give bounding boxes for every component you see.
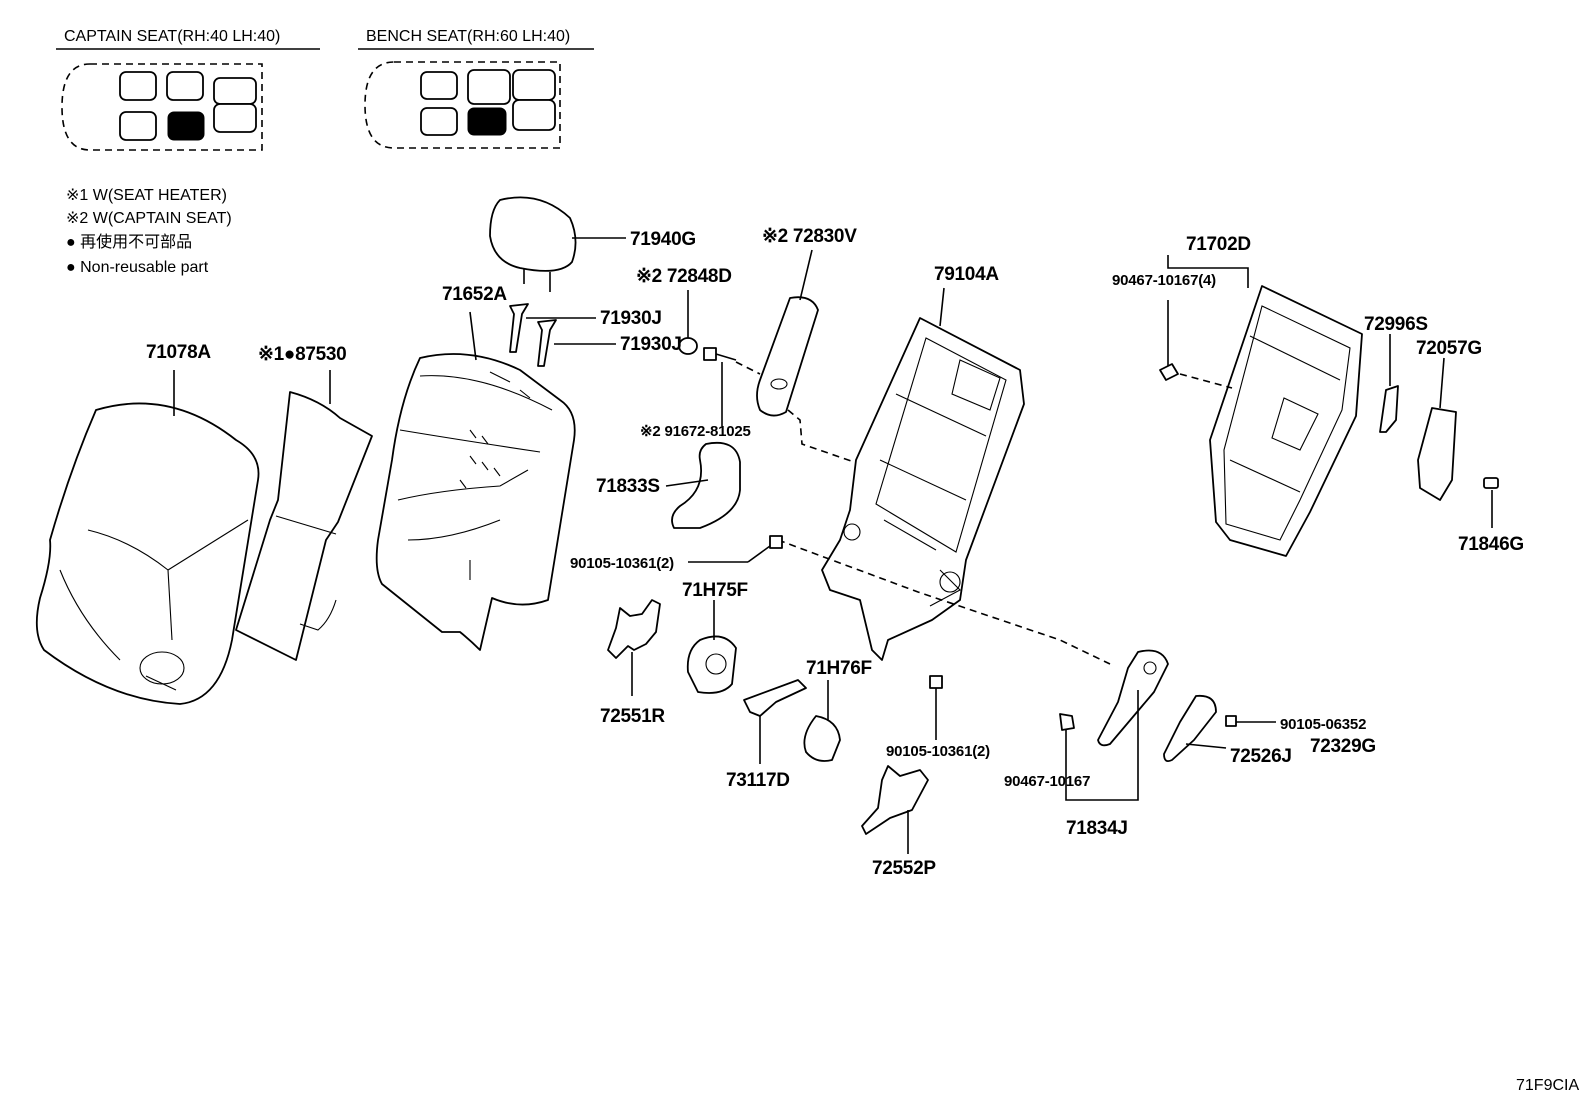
label-91672-81025: ※2 91672-81025 xyxy=(640,423,751,440)
bolt-90105-b-drawing xyxy=(929,675,943,689)
note-non-reusable-en: ● Non-reusable part xyxy=(66,259,209,276)
back-board-drawing xyxy=(1209,285,1363,557)
label-72552P: 72552P xyxy=(872,858,936,879)
clip-72996s-drawing xyxy=(1379,385,1399,433)
recliner-cover-71h76f-drawing xyxy=(803,715,841,762)
label-90467-10167: 90467-10167 xyxy=(1004,773,1090,790)
label-71652A: 71652A xyxy=(442,284,507,305)
label-73117D: 73117D xyxy=(726,770,790,791)
cap-drawing xyxy=(678,337,698,355)
label-71833S: 71833S xyxy=(596,476,660,497)
bracket-72552p-drawing xyxy=(861,765,929,835)
side-cover-drawing xyxy=(671,441,741,529)
bench-seat-header: BENCH SEAT(RH:60 LH:40) xyxy=(366,28,570,45)
label-90105-10361-b: 90105-10361(2) xyxy=(886,743,990,760)
label-90105-06352: 90105-06352 xyxy=(1280,716,1366,733)
label-71834J: 71834J xyxy=(1066,818,1128,839)
recliner-cover-drawing xyxy=(686,635,737,694)
hinge-cover-73117d-drawing xyxy=(743,679,807,717)
label-71930J-b: 71930J xyxy=(620,334,682,355)
label-71H76F: 71H76F xyxy=(806,658,872,679)
seat-heater-drawing xyxy=(235,391,373,661)
label-87530: ※1●87530 xyxy=(258,344,346,365)
label-90105-10361-a: 90105-10361(2) xyxy=(570,555,674,572)
bolt-90105-06352-drawing xyxy=(1225,715,1237,727)
bolt-90105-a-drawing xyxy=(769,535,783,549)
bolt-91672-drawing xyxy=(703,347,737,361)
pocket-72057g-drawing xyxy=(1417,407,1457,501)
captain-seat-layout xyxy=(61,63,263,151)
label-71H75F: 71H75F xyxy=(682,580,748,601)
clip-90467-single-drawing xyxy=(1059,713,1075,731)
label-90467-10167-4: 90467-10167(4) xyxy=(1112,272,1216,289)
label-79104A: 79104A xyxy=(934,264,999,285)
label-71846G: 71846G xyxy=(1458,534,1524,555)
clip-90467-drawing xyxy=(1159,363,1179,381)
seatback-cover-drawing xyxy=(35,402,260,705)
label-72329G: 72329G xyxy=(1310,736,1376,757)
seatback-pad-drawing xyxy=(375,353,576,651)
label-72830V: ※2 72830V xyxy=(762,226,857,247)
bench-seat-layout xyxy=(364,61,561,149)
note-captain-seat: ※2 W(CAPTAIN SEAT) xyxy=(66,210,232,227)
note-seat-heater: ※1 W(SEAT HEATER) xyxy=(66,187,227,204)
headrest-guide-drawing xyxy=(509,303,557,367)
label-71078A: 71078A xyxy=(146,342,211,363)
seatback-frame-drawing xyxy=(821,317,1025,661)
label-71930J-a: 71930J xyxy=(600,308,662,329)
cap-71846g-drawing xyxy=(1483,477,1499,489)
cover-72526j-drawing xyxy=(1163,694,1217,763)
label-72996S: 72996S xyxy=(1364,314,1428,335)
diagram-code: 71F9CIA xyxy=(1516,1077,1579,1094)
label-71702D: 71702D xyxy=(1186,234,1251,255)
hinge-cover-71834j-drawing xyxy=(1097,649,1169,747)
captain-seat-header: CAPTAIN SEAT(RH:40 LH:40) xyxy=(64,28,280,45)
armrest-drawing xyxy=(756,296,819,417)
label-72526J: 72526J xyxy=(1230,746,1292,767)
bracket-72551r-drawing xyxy=(607,599,661,659)
note-non-reusable-jp: ● 再使用不可部品 xyxy=(66,233,192,251)
headrest-drawing xyxy=(489,196,577,292)
label-72057G: 72057G xyxy=(1416,338,1482,359)
label-72848D: ※2 72848D xyxy=(636,266,732,287)
label-72551R: 72551R xyxy=(600,706,665,727)
label-71940G: 71940G xyxy=(630,229,696,250)
